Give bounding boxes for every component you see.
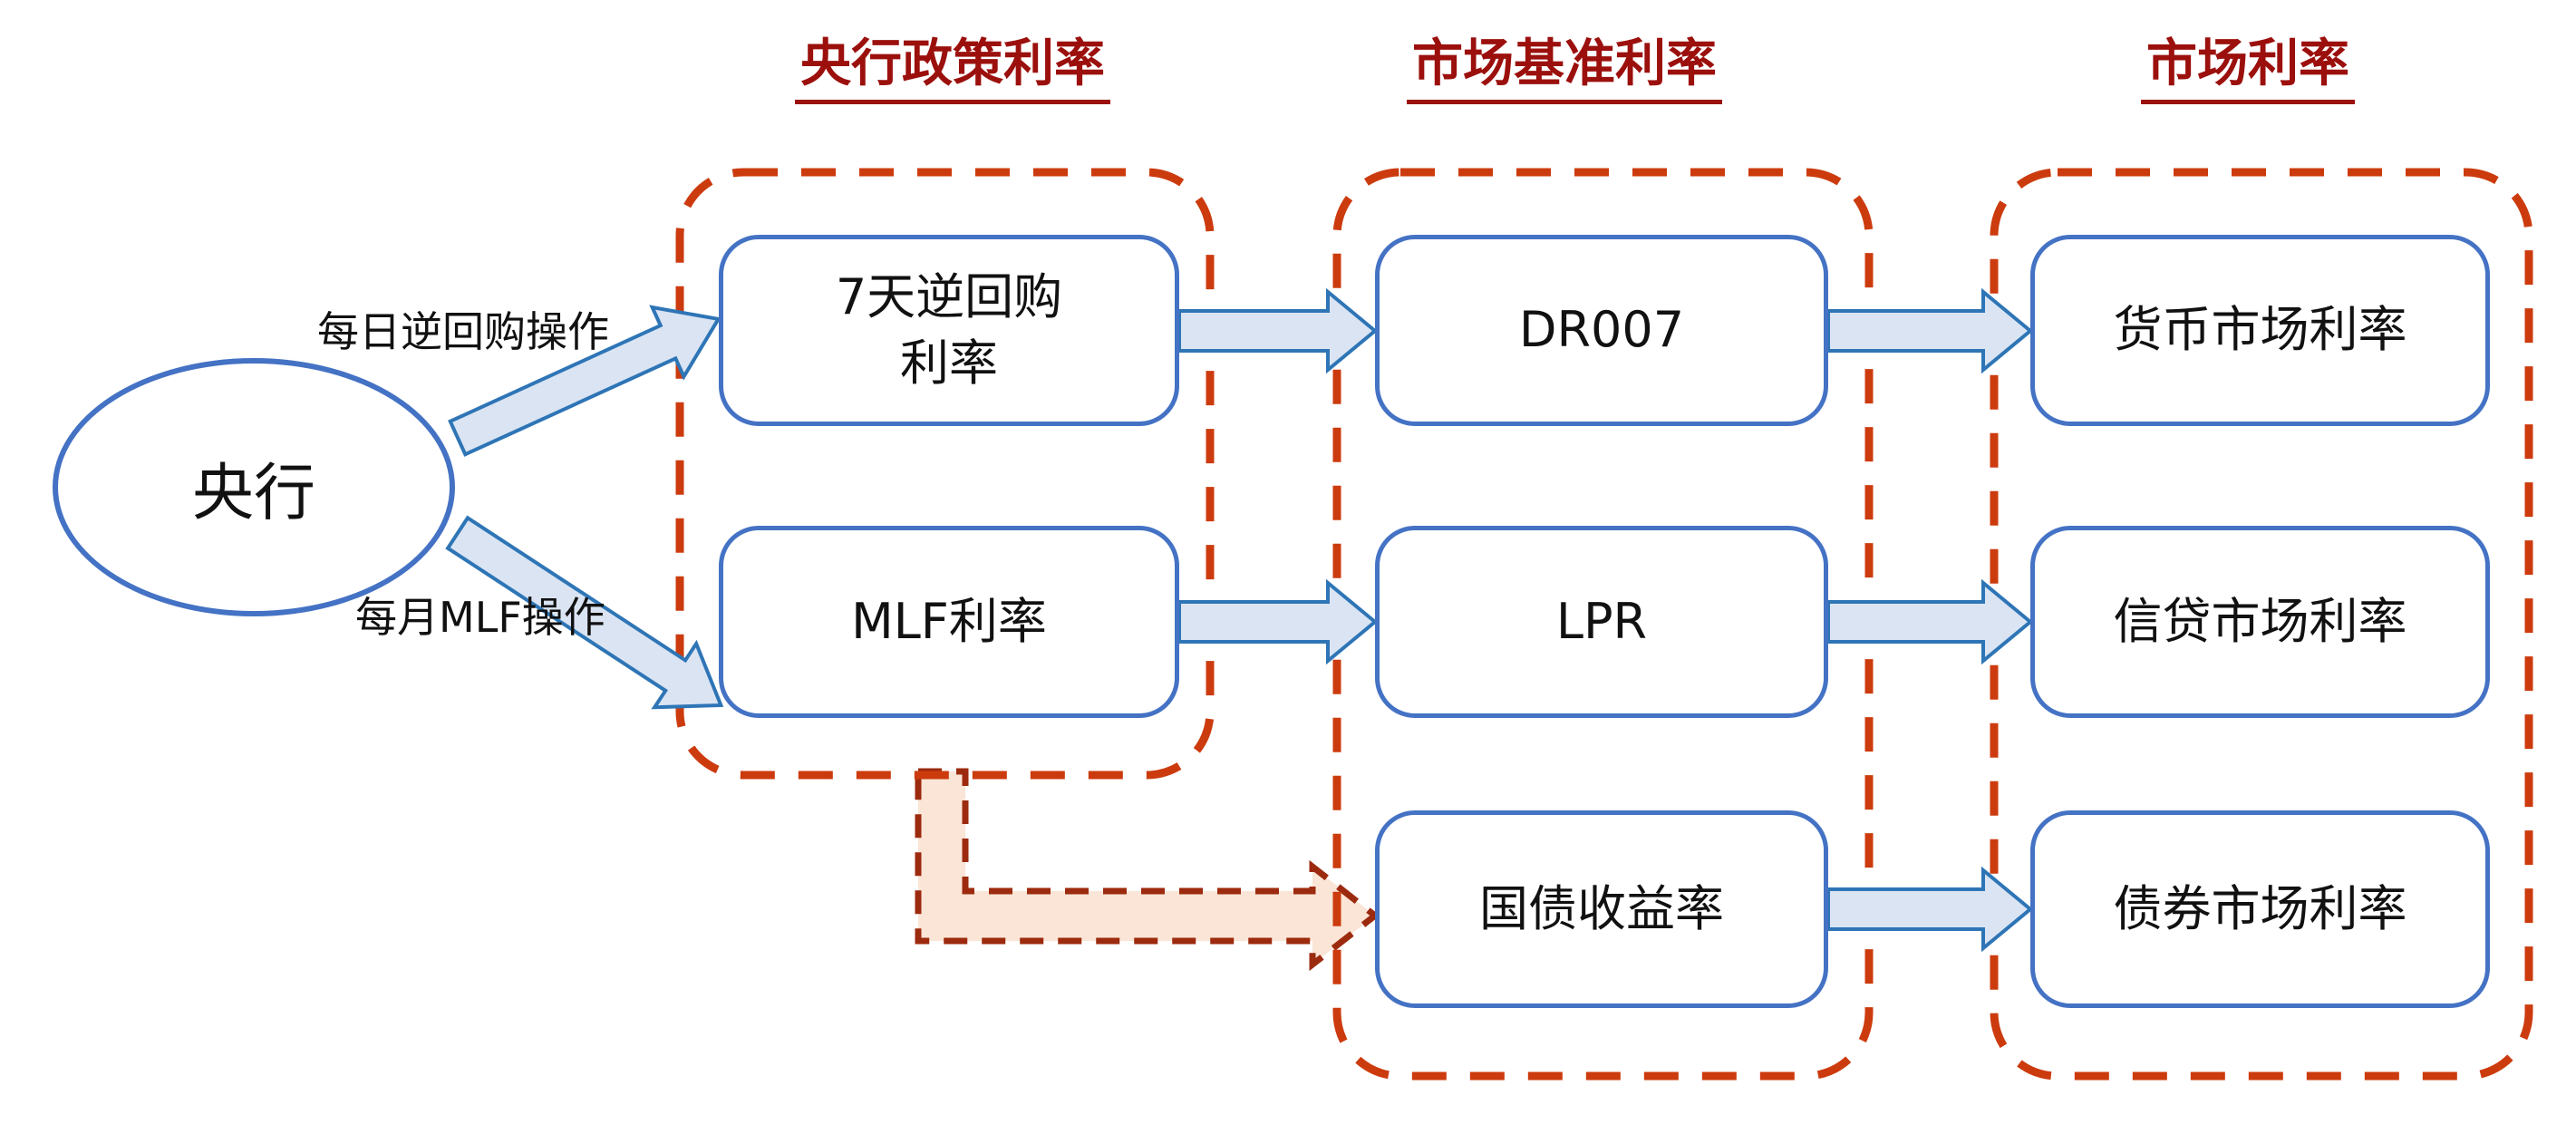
treasury-to-bond-market-arrow [1826, 866, 2034, 953]
box-lpr: LPR [1375, 526, 1828, 718]
box-treasury-yield: 国债收益率 [1375, 810, 1828, 1008]
dr007-to-money-market-arrow [1826, 287, 2034, 374]
header-policy-rate: 央行政策利率 [717, 34, 1188, 104]
daily-repo-label: 每日逆回购操作 [317, 307, 609, 356]
policy-rate-dashed-container [675, 168, 1215, 780]
mlf-to-treasury-dashed-arrow [915, 768, 1380, 972]
box-dr007: DR007 [1375, 235, 1828, 426]
daily-repo-arrow [448, 305, 721, 457]
box-credit-market-rate: 信贷市场利率 [2030, 526, 2490, 718]
lpr-to-credit-market-arrow [1826, 578, 2034, 665]
central-bank-ellipse: 央行 [53, 358, 455, 616]
monthly-mlf-arrow [445, 515, 724, 710]
box-mlf-rate: MLF利率 [719, 526, 1179, 718]
central-bank-label: 央行 [191, 458, 315, 529]
box-bond-market-rate: 债券市场利率 [2030, 810, 2490, 1008]
header-benchmark-rate: 市场基准利率 [1329, 34, 1800, 104]
mlf-to-lpr-arrow [1177, 578, 1379, 665]
header-market-rate: 市场利率 [2012, 34, 2484, 104]
box-7day-reverse-repo-rate: 7天逆回购 利率 [719, 235, 1179, 426]
repo-to-dr007-arrow [1177, 287, 1379, 374]
monthly-mlf-label: 每月MLF操作 [355, 593, 605, 642]
box-money-market-rate: 货币市场利率 [2030, 235, 2490, 426]
